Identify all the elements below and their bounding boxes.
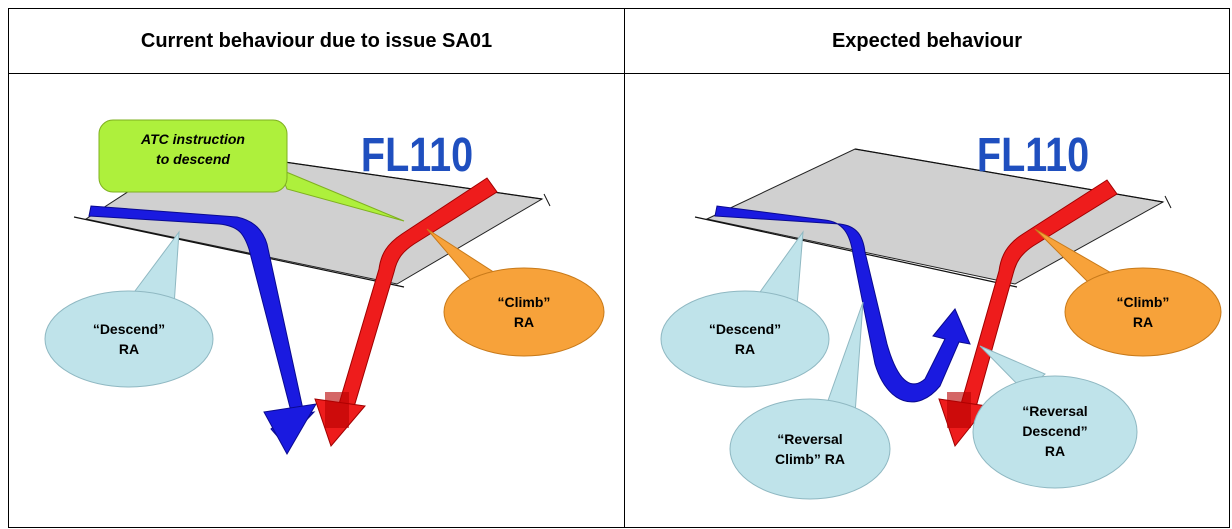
reversal-descend-line3: RA	[1045, 443, 1065, 459]
reversal-descend-callout-bubble	[972, 375, 1138, 489]
column-divider	[624, 9, 625, 527]
descend-label-line1: “Descend”	[93, 321, 165, 337]
blue-arrow-head	[263, 403, 317, 456]
descend-label-line2: RA	[119, 341, 139, 357]
expected-behaviour-diagram: FL110 “Descend” RA “Climb” RA “Reversal …	[625, 74, 1229, 527]
reversal-climb-line2: Climb” RA	[775, 451, 845, 467]
reversal-climb-callout-pointer	[824, 301, 864, 415]
climb-label-line2: RA	[514, 314, 534, 330]
climb-label-line1: “Climb”	[498, 294, 551, 310]
current-behaviour-svg: FL110 ATC instruction to descend “Descen…	[44, 119, 605, 456]
flight-level-label: FL110	[977, 128, 1089, 182]
atc-note-line1: ATC instruction	[140, 131, 245, 147]
reversal-climb-line1: “Reversal	[777, 431, 842, 447]
descend-label-line2: RA	[735, 341, 755, 357]
climb-label-line2: RA	[1133, 314, 1153, 330]
atc-callout-box	[98, 119, 288, 193]
descend-callout-bubble	[660, 290, 830, 388]
red-arrow-body-3d	[325, 392, 349, 428]
header-current-behaviour: Current behaviour due to issue SA01	[140, 29, 493, 52]
reversal-descend-line1: “Reversal	[1022, 403, 1087, 419]
red-arrow-body-3d	[947, 392, 971, 428]
header-expected-behaviour: Expected behaviour	[831, 29, 1023, 52]
flight-level-label: FL110	[361, 128, 473, 182]
plane-tick	[543, 193, 551, 207]
descend-callout-bubble	[44, 290, 214, 388]
reversal-descend-line2: Descend”	[1022, 423, 1087, 439]
expected-behaviour-svg: FL110 “Descend” RA “Climb” RA “Reversal …	[660, 128, 1222, 500]
climb-label-line1: “Climb”	[1117, 294, 1170, 310]
blue-reversal-arrow	[714, 205, 971, 403]
climb-callout-bubble	[443, 267, 605, 357]
plane-edge-front	[73, 216, 405, 288]
comparison-table: Current behaviour due to issue SA01 Expe…	[8, 8, 1230, 528]
header-divider	[9, 73, 1229, 74]
descend-label-line1: “Descend”	[709, 321, 781, 337]
climb-callout-bubble	[1064, 267, 1222, 357]
current-behaviour-diagram: FL110 ATC instruction to descend “Descen…	[9, 74, 624, 527]
reversal-climb-callout-bubble	[729, 398, 891, 500]
plane-tick	[1164, 195, 1172, 209]
atc-note-line2: to descend	[156, 151, 230, 167]
